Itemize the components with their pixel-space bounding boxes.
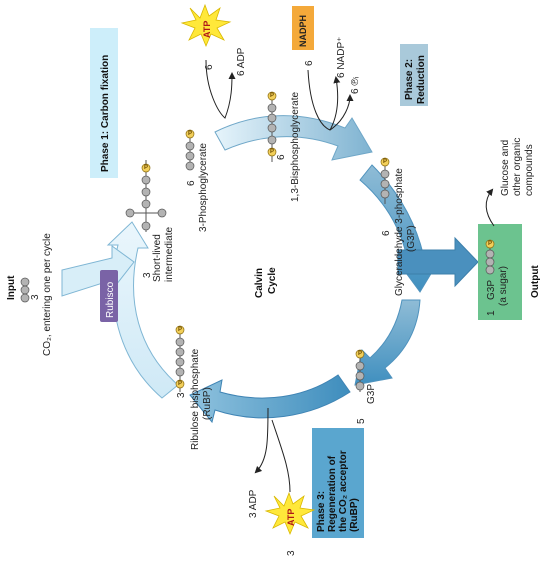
- input-title: Input: [6, 275, 17, 300]
- rubp-label-1: Ribulose bisphosphate: [190, 348, 201, 450]
- rubisco-label: Rubisco: [105, 281, 116, 318]
- phosphate-letter: P: [178, 381, 182, 387]
- phosphate-labels: P P P P P P P P P: [144, 93, 492, 387]
- output-title: Output: [530, 265, 541, 298]
- glucose-label-1: Glucose and: [500, 140, 511, 196]
- output-sugar: (a sugar): [498, 266, 509, 306]
- output-box: 1 G3P (a sugar): [478, 224, 522, 320]
- rubp-label-2: (RuBP): [202, 387, 213, 420]
- glucose-label-3: compounds: [524, 144, 535, 196]
- phase2-label-2: Reduction: [416, 55, 427, 104]
- g3p-label-1: Glyceraldehyde 3-phosphate: [394, 168, 405, 296]
- short-lived-label-1: Short-lived: [152, 234, 163, 282]
- atp-top-icon: ATP: [180, 3, 232, 48]
- short-lived-count: 3: [142, 272, 153, 278]
- output-arrow: [397, 236, 479, 288]
- bpg-count: 6: [276, 154, 287, 160]
- output-count: 1: [486, 310, 497, 316]
- bpg-molecule: [267, 91, 277, 162]
- bpg-label: 1,3-Bisphosphoglycerate: [290, 91, 301, 202]
- cycle-arrow-top: [214, 115, 373, 161]
- pga-count: 6: [186, 180, 197, 186]
- atp-top-count: 6: [204, 64, 215, 70]
- co2-molecule-icon: [20, 277, 30, 303]
- phase3-label-4: (RuBP): [349, 498, 360, 532]
- nadph-label: NADPH: [298, 15, 308, 47]
- atp-top-arrow: [205, 59, 236, 119]
- g3p-label-2: (G3P): [406, 225, 417, 252]
- cycle-center-label-2: Cycle: [267, 267, 278, 294]
- rubisco-badge: Rubisco: [100, 270, 118, 322]
- short-lived-label-2: intermediate: [164, 227, 175, 282]
- atp-bottom-count: 3: [286, 550, 297, 556]
- phase2-box: Phase 2: Reduction: [400, 44, 428, 106]
- adp-top-label: 6 ADP: [236, 47, 247, 76]
- phosphate-letter: P: [383, 159, 387, 165]
- atp-bottom-icon: ATP: [264, 491, 316, 536]
- phosphate-letter: P: [270, 93, 274, 99]
- g3p-small-molecule: [355, 349, 365, 392]
- input-count: 3: [30, 294, 41, 300]
- phase1-box: Phase 1: Carbon fixation: [90, 28, 118, 178]
- short-lived-intermediate-molecule: [125, 160, 167, 232]
- phase3-label-3: the CO₂ acceptor: [338, 450, 349, 532]
- g3p-molecule: [380, 157, 390, 204]
- g3p-small-label: G3P: [366, 384, 377, 404]
- phase2-label-1: Phase 2:: [404, 59, 415, 100]
- rubp-count: 3: [176, 392, 187, 398]
- g3p-count: 6: [381, 230, 392, 236]
- g3p-small-count: 5: [356, 418, 367, 424]
- atp-bottom-in-arrow: [271, 419, 291, 493]
- phosphate-letter: P: [188, 131, 192, 137]
- phosphate-letter: P: [270, 149, 274, 155]
- pga-molecule: [185, 129, 195, 171]
- phase1-label: Phase 1: Carbon fixation: [100, 55, 111, 172]
- phosphate-letter: P: [178, 327, 182, 333]
- atp-bottom-arrow: [254, 407, 269, 474]
- atp-top-label: ATP: [202, 21, 212, 38]
- pga-label: 3-Phosphoglycerate: [198, 143, 209, 232]
- adp-bottom-label: 3 ADP: [248, 489, 259, 518]
- phase3-label-2: Regeneration of: [327, 455, 338, 532]
- cycle-center-label-1: Calvin: [254, 268, 265, 298]
- rubp-molecule: [175, 325, 185, 392]
- nadph-count: 6: [304, 60, 315, 66]
- pi-arrow: [329, 94, 354, 131]
- phase3-box: Phase 3: Regeneration of the CO₂ accepto…: [312, 428, 364, 538]
- nadph-badge: NADPH: [292, 6, 314, 50]
- output-g3p: G3P: [486, 280, 497, 300]
- glucose-label-2: other organic: [512, 138, 523, 196]
- cycle-arrow-bottom: [189, 374, 351, 424]
- atp-bottom-label: ATP: [286, 509, 296, 526]
- glucose-arrow: [485, 188, 495, 227]
- phosphate-letter: P: [358, 351, 362, 357]
- phosphate-letter: P: [144, 165, 148, 171]
- phosphate-letter: P: [488, 241, 492, 247]
- pi-out-label: 6 ℗ᵢ: [350, 76, 361, 94]
- phase3-label-1: Phase 3:: [316, 491, 327, 532]
- nadp-out-label: 6 NADP⁺: [336, 37, 347, 78]
- co2-input-label: CO₂, entering one per cycle: [42, 233, 53, 356]
- nadph-arrow: [307, 69, 341, 131]
- cycle-arrow-lower-right: [354, 299, 421, 386]
